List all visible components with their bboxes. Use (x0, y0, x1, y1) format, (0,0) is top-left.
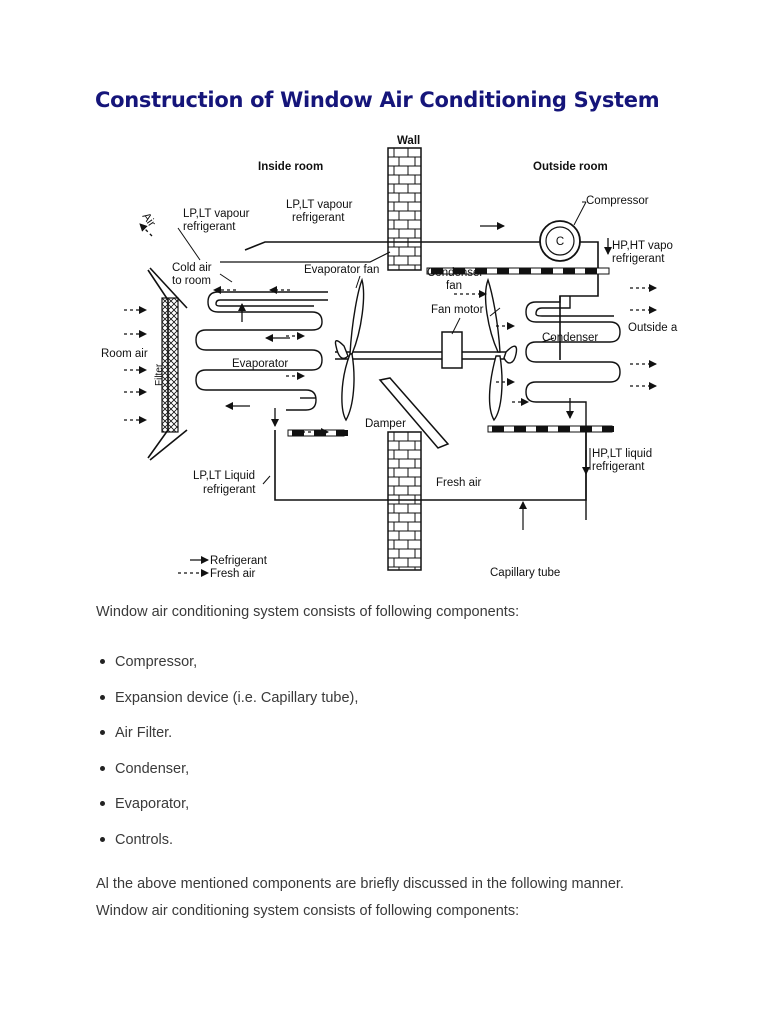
label-fresh-air: Fresh air (436, 477, 482, 489)
label-lp-lt-vapour-1b: refrigerant (183, 221, 236, 233)
shelf-bars (287, 267, 614, 437)
compressor-symbol: C (556, 236, 564, 248)
list-item: Expansion device (i.e. Capillary tube), (96, 688, 358, 724)
label-evaporator-fan: Evaporator fan (304, 264, 379, 276)
page-title: Construction of Window Air Conditioning … (95, 88, 660, 112)
label-lp-lt-liquid-b: refrigerant (203, 484, 256, 496)
label-damper: Damper (365, 418, 406, 430)
label-cold-air-b: to room (172, 275, 211, 287)
paragraph-components: Window air conditioning system consists … (96, 903, 520, 919)
ac-diagram: C (90, 130, 678, 582)
label-lp-lt-liquid-a: LP,LT Liquid (193, 470, 255, 482)
label-hp-ht-vapour-a: HP,HT vapo (612, 240, 673, 252)
label-outside-room: Outside room (533, 161, 608, 173)
intro-text: Window air conditioning system consists … (96, 604, 520, 620)
label-lp-lt-vapour-2a: LP,LT vapour (286, 199, 353, 211)
legend-fresh-air: Fresh air (210, 568, 256, 580)
label-compressor: Compressor (586, 195, 649, 207)
label-outside-air: Outside a (628, 322, 678, 334)
label-hp-lt-liquid-b: refrigerant (592, 461, 645, 473)
label-lp-lt-vapour-2b: refrigerant (292, 212, 345, 224)
label-hp-lt-liquid-a: HP,LT liquid (592, 448, 652, 460)
evaporator-coil (195, 291, 328, 411)
damper-icon (378, 377, 450, 449)
label-wall: Wall (397, 135, 420, 147)
paragraph-discussion: Al the above mentioned components are br… (96, 876, 624, 892)
list-item: Controls. (96, 830, 358, 866)
legend-refrigerant: Refrigerant (210, 555, 268, 567)
label-cold-air-a: Cold air (172, 262, 212, 274)
list-item: Evaporator, (96, 794, 358, 830)
label-capillary-tube: Capillary tube (490, 567, 560, 579)
list-item: Compressor, (96, 652, 358, 688)
label-room-air: Room air (101, 348, 148, 360)
condenser-fan-icon (484, 277, 518, 422)
label-condenser-fan-a: Condenser (427, 267, 483, 279)
filter-icon (161, 297, 179, 433)
label-condenser: Condenser (542, 332, 598, 344)
list-item: Air Filter. (96, 723, 358, 759)
evaporator-fan-icon (334, 277, 365, 422)
label-hp-ht-vapour-b: refrigerant (612, 253, 665, 265)
label-lp-lt-vapour-1a: LP,LT vapour (183, 208, 250, 220)
label-evaporator: Evaporator (232, 358, 288, 370)
label-filter: Filter (154, 363, 165, 386)
condenser-coil (525, 296, 621, 520)
fan-motor-icon (441, 331, 463, 369)
label-inside-room: Inside room (258, 161, 323, 173)
label-fan-motor: Fan motor (431, 304, 484, 316)
components-list: Compressor, Expansion device (i.e. Capil… (96, 652, 358, 865)
label-condenser-fan-b: fan (446, 280, 462, 292)
wall-bricks (387, 147, 422, 571)
list-item: Condenser, (96, 759, 358, 795)
